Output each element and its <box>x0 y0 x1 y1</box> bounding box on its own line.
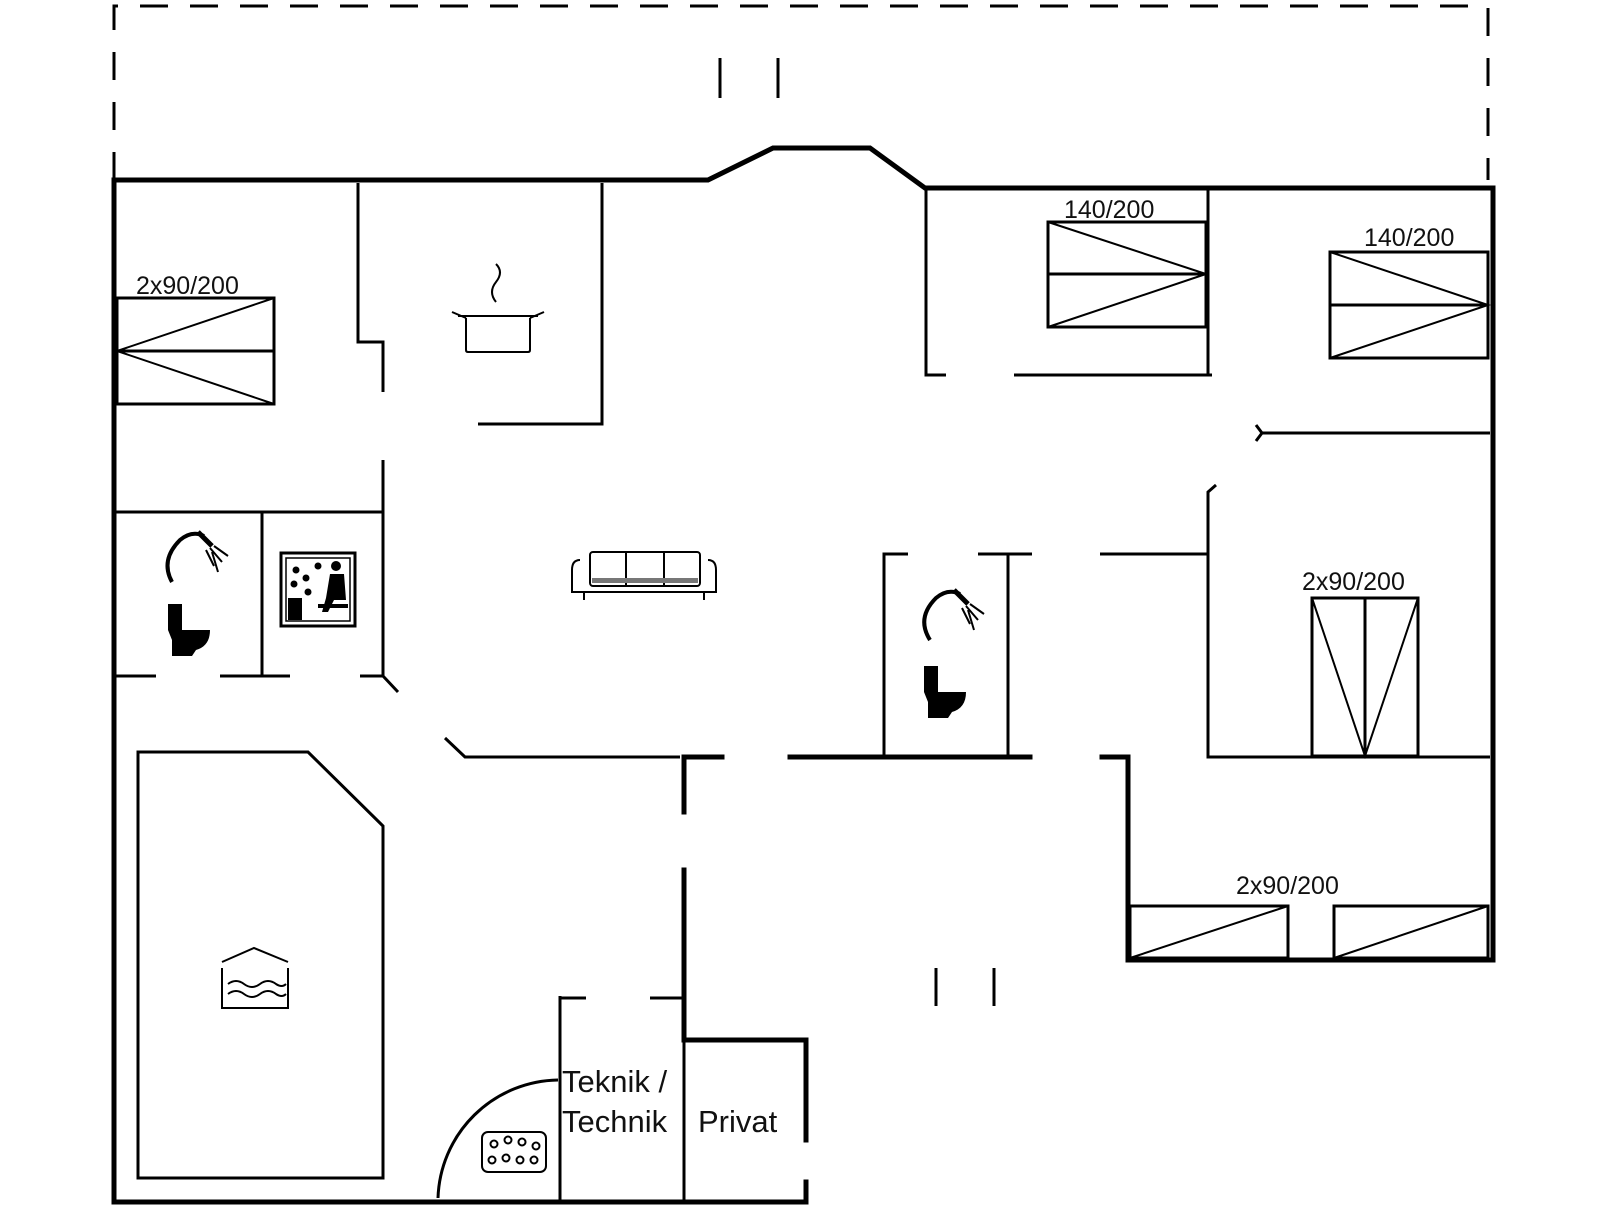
cooking-pot-icon <box>451 263 545 353</box>
room-label-technik-1: Teknik / <box>562 1064 667 1099</box>
whirlpool-icon <box>481 1131 547 1173</box>
door-swing <box>436 1078 559 1199</box>
bed-label-nw: 2x90/200 <box>136 272 239 300</box>
toilet-icon <box>168 604 210 656</box>
bed-nw <box>113 296 276 406</box>
toilet-icon-center <box>924 666 966 718</box>
bed-label-n1: 140/200 <box>1064 196 1154 224</box>
sauna-icon <box>279 551 357 628</box>
room-label-privat: Privat <box>698 1104 778 1139</box>
exterior-walls <box>111 145 1496 1205</box>
terrace-outline <box>112 4 1490 180</box>
bed-se <box>1128 904 1490 960</box>
bed-e <box>1310 596 1420 760</box>
bed-label-n2: 140/200 <box>1364 224 1454 252</box>
bed-label-e: 2x90/200 <box>1302 568 1405 596</box>
shower-icon-center <box>922 588 985 642</box>
sofa-icon <box>571 551 717 600</box>
bed-n2 <box>1328 250 1492 360</box>
shower-icon <box>165 530 229 583</box>
bed-n1 <box>1046 220 1210 329</box>
pool-area <box>136 750 385 1180</box>
bed-label-se: 2x90/200 <box>1236 872 1339 900</box>
room-label-technik-2: Technik <box>562 1104 668 1139</box>
interior-walls <box>116 183 1490 1200</box>
pool-icon <box>221 946 289 1009</box>
